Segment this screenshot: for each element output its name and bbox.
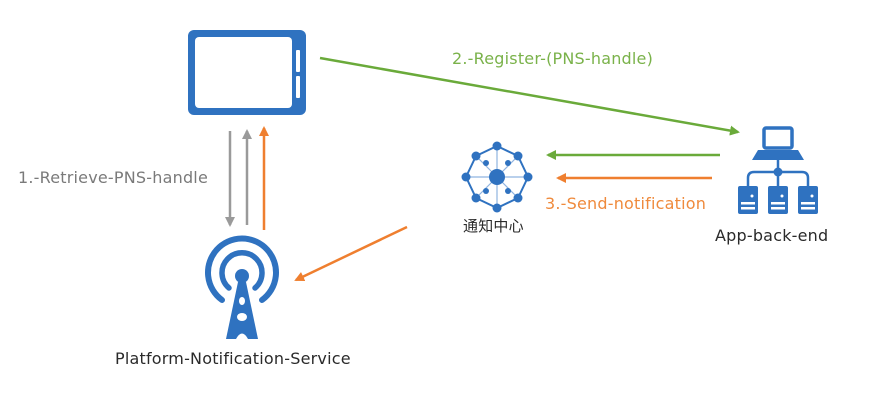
arrow-hub-to-pns	[294, 225, 408, 282]
server-network-icon	[738, 126, 818, 214]
step-retrieve-label: 1.-Retrieve-PNS-handle	[18, 168, 208, 187]
hub-network-icon	[461, 141, 533, 213]
pns-label: Platform-Notification-Service	[115, 349, 351, 368]
arrow-register	[319, 56, 740, 136]
radio-tower-icon	[205, 235, 279, 339]
tablet-icon	[188, 30, 306, 115]
backend-label: App-back-end	[715, 226, 829, 245]
hub-label: 通知中心	[463, 217, 524, 235]
step-register-label: 2.-Register-(PNS-handle)	[452, 49, 654, 68]
retrieve-arrows	[225, 126, 269, 230]
step-send-label: 3.-Send-notification	[545, 194, 707, 213]
